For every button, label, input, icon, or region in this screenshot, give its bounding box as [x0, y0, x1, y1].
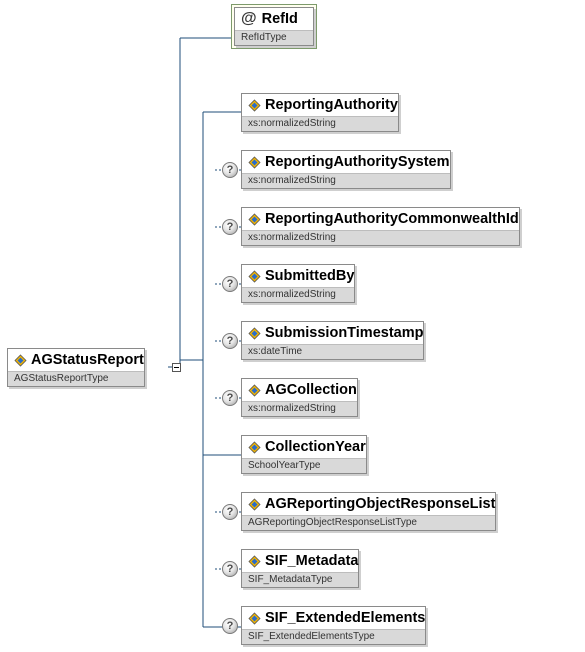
child-type: xs:normalizedString — [242, 287, 355, 302]
root-element-name: AGStatusReport — [31, 352, 144, 368]
question-icon: ? — [222, 162, 238, 178]
child-type: SchoolYearType — [242, 458, 366, 473]
attribute-type: RefIdType — [235, 30, 313, 45]
child-type: xs:dateTime — [242, 344, 424, 359]
attribute-node-refid[interactable]: @ RefId RefIdType — [234, 7, 314, 46]
element-icon — [248, 155, 261, 169]
question-icon: ? — [222, 276, 238, 292]
question-icon: ? — [222, 390, 238, 406]
attribute-group: @ RefId RefIdType — [231, 4, 317, 49]
root-element-node[interactable]: AGStatusReport AGStatusReportType — [7, 348, 145, 387]
element-icon — [248, 611, 261, 625]
child-node-reporting-authority-commonwealth-id[interactable]: ReportingAuthorityCommonwealthId xs:norm… — [241, 207, 520, 246]
question-icon: ? — [222, 618, 238, 634]
element-icon — [248, 383, 261, 397]
child-name: SIF_Metadata — [265, 553, 359, 569]
collapse-button[interactable] — [172, 363, 181, 372]
child-name: SIF_ExtendedElements — [265, 610, 426, 626]
child-name: AGReportingObjectResponseList — [265, 496, 496, 512]
child-node-reporting-authority[interactable]: ReportingAuthority xs:normalizedString — [241, 93, 399, 132]
element-icon — [248, 554, 261, 568]
child-type: AGReportingObjectResponseListType — [242, 515, 496, 530]
child-type: xs:normalizedString — [242, 116, 398, 131]
child-name: ReportingAuthorityCommonwealthId — [265, 211, 519, 227]
element-icon — [248, 212, 261, 226]
child-node-ag-collection[interactable]: AGCollection xs:normalizedString — [241, 378, 358, 417]
element-icon — [14, 353, 27, 367]
child-node-sif-metadata[interactable]: SIF_Metadata SIF_MetadataType — [241, 549, 360, 588]
child-node-collection-year[interactable]: CollectionYear SchoolYearType — [241, 435, 367, 474]
child-name: AGCollection — [265, 382, 357, 398]
child-node-ag-reporting-object-response-list[interactable]: AGReportingObjectResponseList AGReportin… — [241, 492, 497, 531]
child-name: ReportingAuthoritySystem — [265, 154, 450, 170]
child-name: SubmittedBy — [265, 268, 355, 284]
child-name: CollectionYear — [265, 439, 366, 455]
attribute-name: RefId — [261, 11, 298, 27]
question-icon: ? — [222, 561, 238, 577]
element-icon — [248, 269, 261, 283]
child-name: SubmissionTimestamp — [265, 325, 424, 341]
question-icon: ? — [222, 504, 238, 520]
child-name: ReportingAuthority — [265, 97, 398, 113]
child-node-sif-extended-elements[interactable]: SIF_ExtendedElements SIF_ExtendedElement… — [241, 606, 427, 645]
question-icon: ? — [222, 333, 238, 349]
child-type: SIF_ExtendedElementsType — [242, 629, 426, 644]
question-icon: ? — [222, 219, 238, 235]
child-node-submitted-by[interactable]: SubmittedBy xs:normalizedString — [241, 264, 356, 303]
root-element-type: AGStatusReportType — [8, 371, 144, 386]
element-icon — [248, 98, 261, 112]
element-icon — [248, 326, 261, 340]
child-type: SIF_MetadataType — [242, 572, 359, 587]
element-icon — [248, 440, 261, 454]
at-icon: @ — [241, 10, 257, 27]
child-type: xs:normalizedString — [242, 401, 357, 416]
element-icon — [248, 497, 261, 511]
child-node-submission-timestamp[interactable]: SubmissionTimestamp xs:dateTime — [241, 321, 425, 360]
child-type: xs:normalizedString — [242, 173, 450, 188]
child-type: xs:normalizedString — [242, 230, 519, 245]
child-node-reporting-authority-system[interactable]: ReportingAuthoritySystem xs:normalizedSt… — [241, 150, 451, 189]
